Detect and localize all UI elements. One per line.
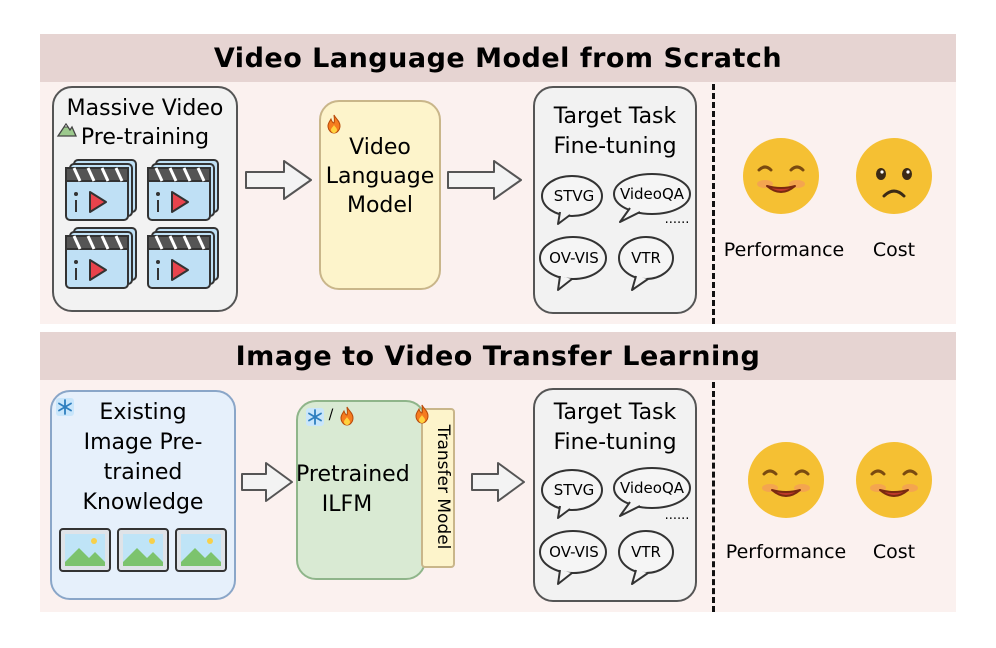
dashed-separator: [712, 84, 715, 324]
video-language-model-box: [319, 100, 441, 290]
smiling-face-icon: [748, 442, 824, 518]
video-language-model-label: Video Language Model: [325, 135, 435, 218]
cost-label-bottom: Cost: [872, 541, 916, 563]
flow-arrow: [447, 160, 522, 200]
fire-icon: [327, 114, 341, 134]
target-task-label: Target Task Fine-tuning: [553, 400, 677, 455]
massive-video-pretraining-label: Massive Video Pre-training: [66, 96, 224, 150]
ilfm-badge-separator: /: [328, 407, 334, 423]
pretrained-ilfm-box: [296, 400, 426, 580]
sad-face-icon: [856, 138, 932, 214]
task-label-vtr: VTR: [631, 543, 661, 561]
task-label-ov-vis: OV-VIS: [549, 543, 599, 561]
task-ellipsis: ......: [664, 508, 690, 523]
bottom-section-title: Image to Video Transfer Learning: [40, 332, 956, 380]
video-clip-icon: [147, 227, 219, 289]
fire-icon: [415, 404, 429, 424]
transfer-model-box: [421, 408, 455, 568]
snowflake-icon: [56, 398, 74, 416]
dashed-separator: [712, 382, 715, 612]
flow-arrow: [245, 160, 312, 200]
task-label-videoqa: VideoQA: [619, 185, 685, 203]
flow-arrow: [471, 462, 525, 502]
cost-label-top: Cost: [872, 239, 916, 261]
pretrained-ilfm-label: Pretrained ILFM: [296, 462, 410, 517]
task-speech-bubbles: [539, 173, 691, 291]
video-clip-icon: [65, 159, 137, 221]
task-speech-bubbles: [539, 467, 691, 585]
snowflake-icon: [306, 408, 324, 426]
fire-icon: [340, 406, 354, 426]
performance-label-top: Performance: [723, 239, 845, 261]
task-ellipsis: ......: [664, 212, 690, 227]
existing-knowledge-label: Existing Image Pre- trained Knowledge: [82, 400, 204, 515]
target-task-label: Target Task Fine-tuning: [553, 104, 677, 159]
flow-arrow: [241, 462, 293, 502]
image-thumbnail-icon: [117, 528, 169, 572]
smiling-face-icon: [856, 442, 932, 518]
video-clip-icon: [65, 227, 137, 289]
task-label-videoqa: VideoQA: [619, 479, 685, 497]
performance-label-bottom: Performance: [725, 541, 847, 563]
mountain-icon: [56, 122, 78, 137]
transfer-model-label: Transfer Model: [433, 424, 453, 550]
image-thumbnail-icon: [59, 528, 111, 572]
video-clip-icon: [147, 159, 219, 221]
task-label-ov-vis: OV-VIS: [549, 249, 599, 267]
task-label-stvg: STVG: [553, 481, 595, 499]
task-label-vtr: VTR: [631, 249, 661, 267]
smiling-face-icon: [743, 138, 819, 214]
image-thumbnail-icon: [175, 528, 227, 572]
task-label-stvg: STVG: [553, 187, 595, 205]
top-section-title: Video Language Model from Scratch: [40, 34, 956, 82]
